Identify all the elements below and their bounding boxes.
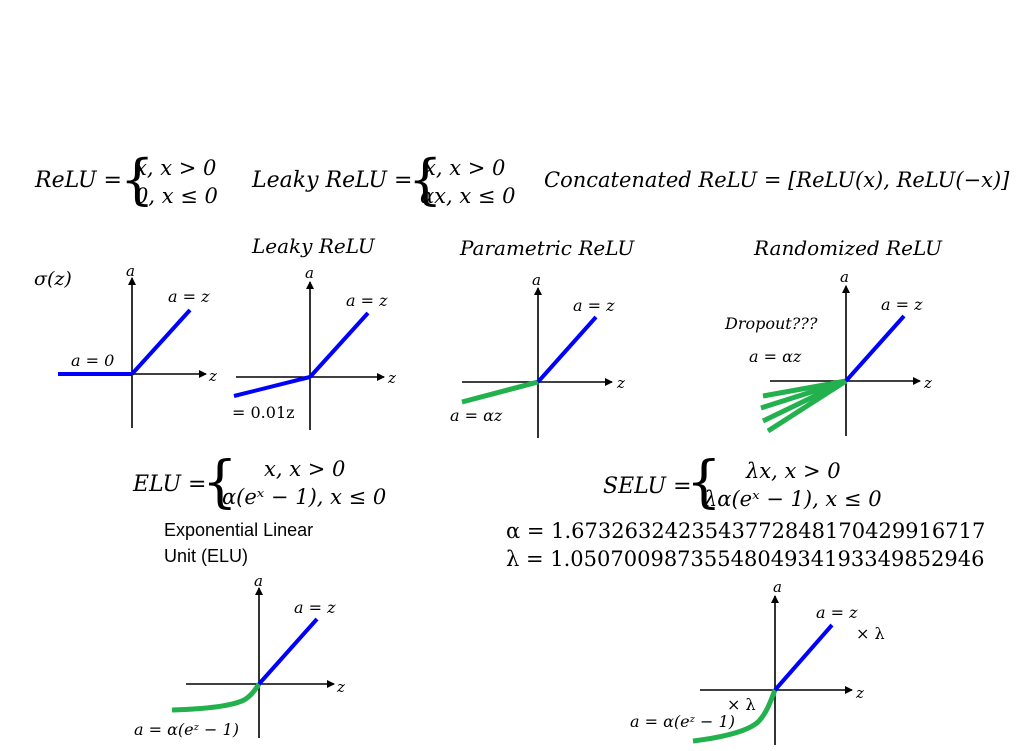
- elu-case-2: α(eˣ − 1), x ≤ 0: [222, 485, 387, 509]
- selu-identity-label: a = z: [816, 603, 858, 622]
- rand-positive-line: [844, 314, 906, 383]
- leaky-formula-lhs: Leaky ReLU =: [252, 168, 413, 193]
- leaky-case-2: αx, x ≤ 0: [420, 184, 516, 208]
- rand-negative-line-4: [766, 378, 848, 434]
- rand-identity-label: a = z: [881, 295, 923, 314]
- selu-axis-z: z: [856, 684, 864, 702]
- concat-formula: Concatenated ReLU = [ReLU(x), ReLU(−x)]: [544, 168, 1010, 192]
- elu-negative-label: a = α(eᶻ − 1): [134, 720, 239, 739]
- parametric-relu-title: Parametric ReLU: [460, 236, 635, 260]
- rand-slope-label: a = αz: [749, 347, 802, 366]
- param-slope-label: a = αz: [450, 406, 503, 425]
- selu-brace: {: [686, 450, 722, 515]
- elu-name-line-2: Unit (ELU): [164, 546, 249, 566]
- selu-case-2: λα(eˣ − 1), x ≤ 0: [704, 487, 882, 511]
- leaky-positive-line: [308, 311, 370, 379]
- leaky-brace: {: [408, 148, 443, 211]
- alpha-constant: α = 1.6732632423543772848170429916717: [506, 519, 986, 543]
- relu-formula: ReLU =: [35, 168, 122, 193]
- leaky-axis-a: a: [305, 264, 314, 282]
- selu-times-lambda-positive: × λ: [856, 624, 885, 643]
- selu-positive-line: [773, 623, 834, 692]
- elu-axis-a: a: [254, 572, 263, 590]
- selu-negative-curve: [692, 689, 778, 744]
- selu-axis-a: a: [773, 578, 782, 596]
- rand-axis-z: z: [924, 374, 932, 392]
- param-identity-label: a = z: [573, 296, 615, 315]
- selu-negative-label: a = α(eᶻ − 1): [630, 712, 735, 731]
- leaky-identity-label: a = z: [346, 291, 388, 310]
- elu-name-line-1: Exponential Linear: [164, 520, 314, 540]
- selu-case-1: λx, x > 0: [746, 459, 841, 483]
- elu-plot: [171, 587, 335, 738]
- relu-plot: [58, 277, 207, 428]
- elu-positive-line: [257, 617, 319, 686]
- relu-axis-a: a: [126, 262, 135, 280]
- dropout-label: Dropout???: [725, 314, 818, 333]
- elu-axis-z: z: [337, 678, 345, 696]
- relu-formula-lhs: ReLU =: [35, 168, 122, 193]
- param-axis-a: a: [532, 271, 541, 289]
- randomized-relu-title: Randomized ReLU: [754, 236, 942, 260]
- randomized-plot: [760, 285, 921, 436]
- elu-case-1: x, x > 0: [264, 457, 346, 481]
- elu-formula-lhs: ELU =: [133, 472, 207, 497]
- selu-times-lambda-negative: × λ: [727, 695, 756, 714]
- leaky-plot: [233, 281, 385, 430]
- parametric-plot: [461, 287, 613, 438]
- relu-positive-line: [130, 308, 192, 376]
- elu-negative-curve: [171, 682, 262, 713]
- selu-formula-lhs: SELU =: [603, 474, 692, 499]
- selu-plot: [692, 595, 853, 745]
- rand-axis-a: a: [840, 268, 849, 286]
- relu-brace: {: [120, 148, 155, 211]
- param-positive-line: [536, 315, 598, 384]
- sigma-label: σ(z): [34, 268, 72, 290]
- lambda-constant: λ = 1.0507009873554804934193349852946: [506, 547, 985, 571]
- relu-case-2: 0, x ≤ 0: [135, 184, 218, 208]
- leaky-relu-title: Leaky ReLU: [252, 234, 375, 258]
- param-axis-z: z: [617, 374, 625, 392]
- leaky-negative-line: [233, 375, 311, 398]
- relu-case-1: x, x > 0: [135, 156, 217, 180]
- leaky-case-1: x, x > 0: [424, 156, 506, 180]
- elu-identity-label: a = z: [294, 598, 336, 617]
- relu-axis-z: z: [209, 367, 217, 385]
- elu-brace: {: [202, 450, 238, 515]
- relu-identity-label: a = z: [168, 287, 210, 306]
- relu-zero-label: a = 0: [71, 351, 115, 370]
- param-negative-line: [461, 379, 539, 405]
- leaky-slope-label: = 0.01z: [232, 403, 295, 422]
- leaky-axis-z: z: [388, 369, 396, 387]
